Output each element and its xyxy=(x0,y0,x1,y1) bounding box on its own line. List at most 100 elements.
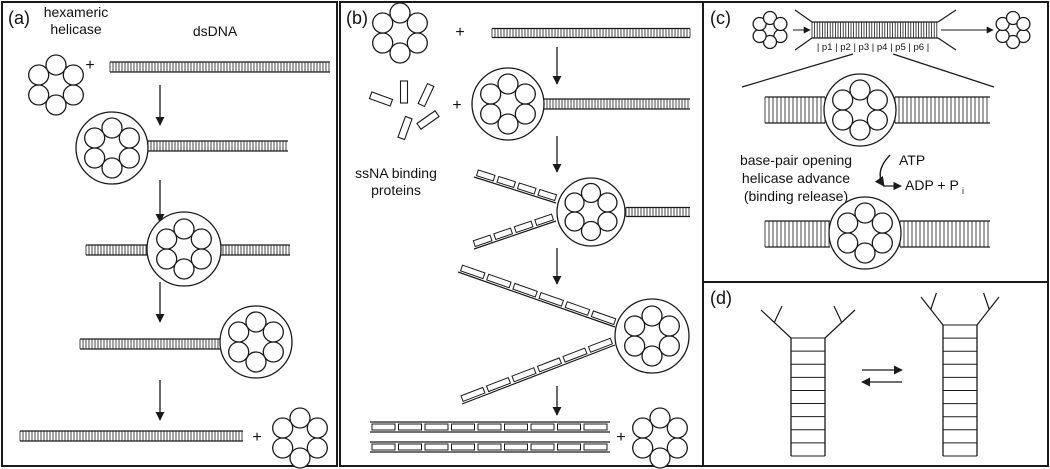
helicase-subunit xyxy=(45,54,67,76)
panel-b-label: (b) xyxy=(346,8,368,28)
helicase-subunit xyxy=(752,28,767,44)
binding-protein xyxy=(504,423,528,431)
binding-protein xyxy=(583,443,608,451)
helicase-subunit xyxy=(832,89,854,111)
helicase-hexamer-free xyxy=(632,407,688,469)
helicase-subunit xyxy=(649,407,671,429)
plus-sign: + xyxy=(452,97,461,114)
helicase-hexamer xyxy=(837,202,893,264)
open-strand xyxy=(824,305,856,339)
dsdna-strand xyxy=(147,140,288,152)
helicase-hexamer-free xyxy=(372,2,428,64)
binding-protein xyxy=(475,169,496,182)
binding-protein xyxy=(534,213,555,227)
dsdna-strand xyxy=(543,98,690,110)
helicase-subunit xyxy=(666,437,688,459)
helicase-hexamer-small xyxy=(995,10,1031,50)
helicase-subunit xyxy=(632,417,654,439)
helicase-subunit xyxy=(306,437,328,459)
ssna-label-line2: proteins xyxy=(371,182,421,198)
helicase-hexamer xyxy=(832,79,888,141)
helicase-subunit xyxy=(28,64,50,86)
helicase-subunit xyxy=(118,147,140,169)
binding-protein xyxy=(583,423,608,431)
base-pair-position-labels: | p1 | p2 | p3 | p4 | p5 | p6 | xyxy=(817,42,929,53)
diagram-drawing xyxy=(19,2,1031,469)
panel-b: (b) + + + ssNA binding proteins xyxy=(346,8,626,446)
helicase-subunit xyxy=(173,258,195,280)
helicase-hexamer xyxy=(624,305,680,367)
helicase-subunit xyxy=(84,127,106,149)
helicase-subunit xyxy=(762,10,778,26)
dsdna-strand xyxy=(79,338,220,350)
binding-protein xyxy=(564,301,591,316)
helicase-subunit xyxy=(597,211,618,232)
helicase-subunit xyxy=(228,321,250,343)
panel-a-label: (a) xyxy=(8,8,30,28)
helicase-subunit xyxy=(580,182,602,204)
helicase-subunit xyxy=(1016,16,1031,32)
helicase-subunit xyxy=(45,94,67,116)
open-strand xyxy=(976,292,1000,326)
dsdna-strand xyxy=(764,96,826,124)
helicase-subunit xyxy=(28,84,50,106)
helicase-subunit xyxy=(389,2,411,24)
helicase-subunit xyxy=(497,113,519,135)
helicase-subunit xyxy=(372,32,394,54)
binding-protein xyxy=(416,110,440,130)
dsdna-strand xyxy=(811,21,938,39)
reaction-arrow xyxy=(874,154,891,187)
atp-label: ATP xyxy=(899,152,925,168)
plus-sign: + xyxy=(616,429,625,446)
step-label-line1: base-pair opening xyxy=(740,152,852,168)
binding-protein xyxy=(459,264,486,280)
helicase-subunit xyxy=(624,315,646,337)
binding-protein xyxy=(451,423,475,431)
helicase-subunit xyxy=(995,16,1010,32)
helicase-subunit xyxy=(62,84,84,106)
helicase-subunit xyxy=(245,351,267,373)
binding-protein xyxy=(493,227,514,241)
helicase-subunit xyxy=(854,202,876,224)
binding-protein xyxy=(504,443,528,451)
panel-a-frame xyxy=(1,1,338,467)
dsdna-strand xyxy=(213,244,290,256)
ssna-label-line1: ssNA binding xyxy=(355,165,437,181)
binding-protein xyxy=(486,273,512,289)
binding-protein xyxy=(530,443,555,451)
helicase-subunit xyxy=(101,117,123,139)
helicase-subunit xyxy=(773,16,788,32)
binding-protein xyxy=(562,347,588,363)
helicase-subunit xyxy=(406,32,428,54)
helicase-subunit xyxy=(564,192,585,213)
helicase-subunit xyxy=(272,437,294,459)
dsdna-strand xyxy=(109,61,330,73)
binding-protein xyxy=(537,188,558,202)
helicase-subunit xyxy=(837,232,859,254)
binding-protein xyxy=(516,182,537,195)
helicase-subunit xyxy=(228,341,250,363)
binding-protein xyxy=(557,423,581,431)
dsdna-label: dsDNA xyxy=(193,23,238,39)
binding-protein xyxy=(398,443,422,451)
helicase-subunit xyxy=(480,103,502,125)
helicase-subunit xyxy=(406,12,428,34)
panel-d: (d) xyxy=(710,288,732,308)
helicase-subunit xyxy=(156,248,178,270)
helicase-hexamer xyxy=(84,117,140,179)
binding-protein xyxy=(587,337,614,353)
binding-protein xyxy=(485,376,512,393)
helicase-subunit xyxy=(649,447,671,469)
panel-c: (c) | p1 | p2 | p3 | p4 | p5 | p6 | base… xyxy=(710,8,964,204)
binding-protein xyxy=(477,443,502,451)
helicase-subunit xyxy=(837,212,859,234)
binding-protein xyxy=(460,386,486,403)
binding-protein xyxy=(398,423,422,431)
helicase-subunit xyxy=(190,228,212,250)
binding-protein xyxy=(417,82,435,108)
dsdna-strand xyxy=(19,430,243,442)
helicase-subunit xyxy=(866,109,888,131)
helicase-subunit xyxy=(289,407,311,429)
